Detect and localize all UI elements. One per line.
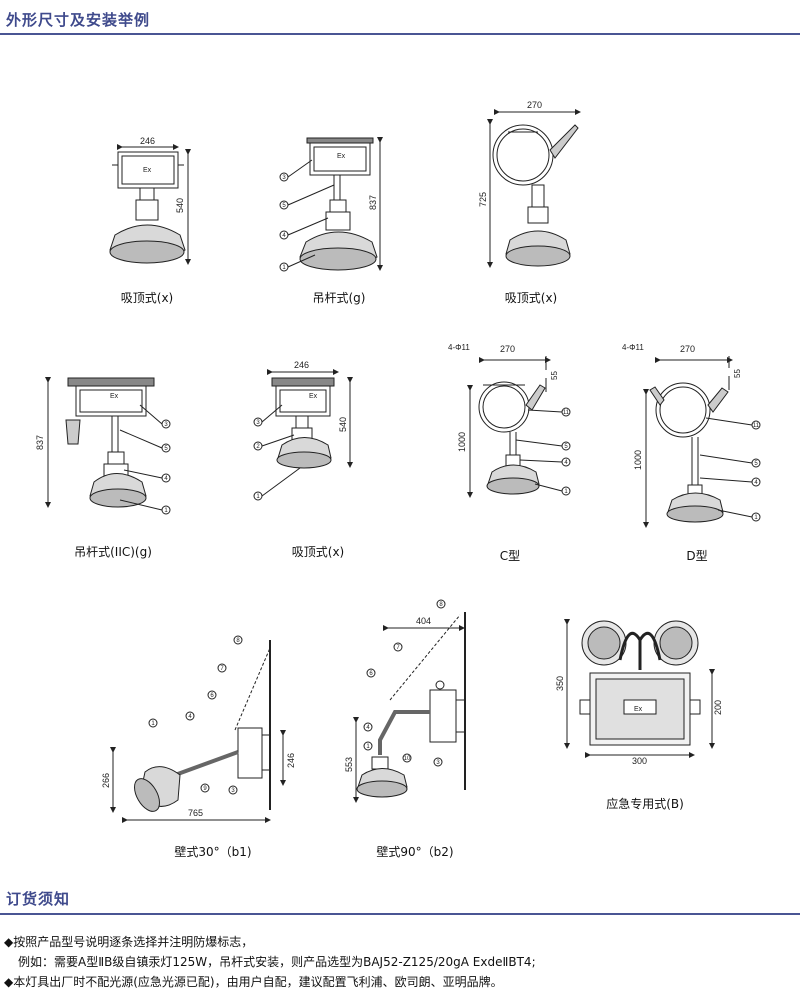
dim-label: 270 [527,100,542,110]
dim-label: 725 [478,192,488,207]
svg-text:4: 4 [754,480,758,486]
caption-f2: 吊杆式(g) [312,291,366,305]
ex-label: Ex [143,167,152,174]
svg-text:2: 2 [256,444,260,450]
dim-label: 270 [500,344,515,354]
dim-label: 246 [294,360,309,370]
caption-f10: 应急专用式(B) [606,797,684,811]
dim-label: 540 [338,417,348,432]
svg-text:3: 3 [282,175,286,181]
figure-pendant-iic [45,377,171,515]
figure-ceiling-mount-1 [109,144,191,265]
svg-text:6: 6 [210,693,214,699]
svg-text:6: 6 [369,671,373,677]
svg-text:10: 10 [404,756,411,762]
holes-label: 4-Φ11 [622,343,644,352]
caption-f9: 壁式90°（b2) [376,845,454,859]
svg-text:11: 11 [753,423,760,429]
svg-text:5: 5 [282,203,286,209]
dim-label: 200 [713,700,723,715]
ex-label: Ex [337,153,346,160]
svg-text:11: 11 [563,410,570,416]
holes-label: 4-Φ11 [448,343,470,352]
caption-f7: D型 [686,549,708,563]
svg-text:1: 1 [282,265,286,271]
svg-text:3: 3 [164,422,168,428]
figure-wall-90 [353,599,466,803]
figure-type-c [467,356,571,498]
dim-label: 553 [344,757,354,772]
figure-emergency [564,619,715,758]
dim-label: 404 [416,616,431,626]
svg-text:9: 9 [203,786,207,792]
svg-text:5: 5 [164,446,168,452]
caption-f6: C型 [499,549,521,563]
svg-text:3: 3 [256,420,260,426]
svg-text:1: 1 [256,494,260,500]
section-divider [0,33,800,35]
svg-text:7: 7 [396,645,400,651]
dim-label: 837 [35,435,45,450]
dim-label: 266 [101,773,111,788]
ex-label: Ex [110,393,119,400]
figure-pendant-1 [279,137,383,272]
figure-ceiling-mount-2 [487,109,581,268]
caption-f1: 吸顶式(x) [120,291,174,305]
svg-text:4: 4 [366,725,370,731]
svg-text:1: 1 [564,489,568,495]
caption-f5: 吸顶式(x) [291,545,345,559]
dim-label: 246 [286,753,296,768]
svg-text:4: 4 [164,476,168,482]
dim-label: 837 [368,195,378,210]
section-title-order: 订货须知 [6,890,71,908]
caption-f4: 吊杆式(IIC)(g) [74,545,152,559]
order-note-2: ◆本灯具出厂时不配光源(应急光源已配)，由用户自配，建议配置飞利浦、欧司朗、亚明… [4,975,503,989]
svg-text:4: 4 [188,714,192,720]
svg-text:5: 5 [564,444,568,450]
dim-label: 300 [632,756,647,766]
svg-text:4: 4 [282,233,286,239]
dim-label: 270 [680,344,695,354]
section-title-dimensions: 外形尺寸及安装举例 [6,11,151,29]
svg-text:5: 5 [754,461,758,467]
order-notes: ◆按照产品型号说明逐条选择并注明防爆标志， 例如：需要A型ⅡB级自镇汞灯125W… [4,932,794,992]
dim-label: 55 [550,371,559,380]
dim-label: 246 [140,136,155,146]
dim-label: 540 [175,198,185,213]
figure-ceiling-mount-3 [253,369,353,501]
dim-label: 1000 [633,450,643,470]
dim-label: 55 [733,369,742,378]
svg-text:8: 8 [236,638,240,644]
figure-type-d [643,356,761,528]
dim-label: 765 [188,808,203,818]
ex-label: Ex [634,706,643,713]
ex-label: Ex [309,393,318,400]
svg-text:3: 3 [231,788,235,794]
svg-text:8: 8 [439,602,443,608]
dim-label: 1000 [457,432,467,452]
dim-label: 350 [555,676,565,691]
order-note-1: ◆按照产品型号说明逐条选择并注明防爆标志， [4,935,254,949]
caption-f3: 吸顶式(x) [504,291,558,305]
svg-text:1: 1 [151,721,155,727]
svg-text:3: 3 [436,760,440,766]
svg-text:4: 4 [564,460,568,466]
order-note-example: 例如：需要A型ⅡB级自镇汞灯125W，吊杆式安装，则产品选型为BAJ52-Z12… [18,955,536,969]
section-divider [0,913,800,915]
caption-f8: 壁式30°（b1) [174,845,252,859]
figure-wall-30 [110,635,286,823]
svg-text:1: 1 [164,508,168,514]
svg-text:7: 7 [220,666,224,672]
svg-text:1: 1 [754,515,758,521]
svg-text:1: 1 [366,744,370,750]
